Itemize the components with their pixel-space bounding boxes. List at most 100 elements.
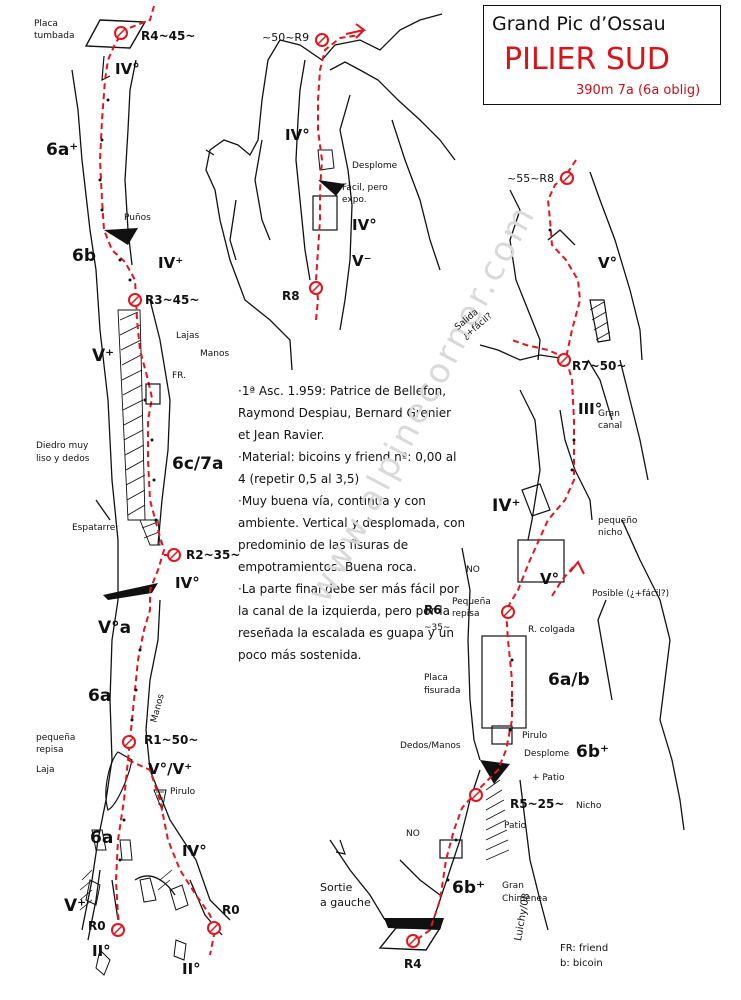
- laja-flake: [105, 751, 133, 811]
- title-route: PILIER SUD: [504, 42, 670, 77]
- note-material: ·Material: bicoins y friend nº: 0,00 al …: [238, 450, 457, 486]
- grade-v-right: V°: [598, 254, 618, 272]
- grade-v-vplus: V°/V⁺: [148, 760, 193, 778]
- left-belay-circles: [111, 26, 221, 937]
- grade-iv-top: IV°: [115, 60, 140, 78]
- right-column-boxes: [439, 299, 611, 859]
- label-no-2: NO: [406, 829, 420, 839]
- label-facil-expo: Fácil, pero expo.: [342, 183, 388, 205]
- grade-iv-middle-2: IV°: [352, 216, 377, 234]
- legend-friend: FR: friend: [560, 943, 609, 954]
- label-lajas: Lajas: [176, 331, 200, 341]
- belay-r9: ~50~R9: [262, 31, 310, 44]
- left-route-line: [98, 5, 217, 956]
- label-patio-2: Patio: [504, 821, 527, 831]
- grade-v-plus-low: V⁺: [64, 896, 87, 916]
- grade-ii-right: II°: [182, 960, 201, 978]
- grade-v-right-2: V°: [540, 570, 560, 588]
- note-description: ·Muy buena vía, continua y con ambiente.…: [238, 494, 466, 574]
- left-base-blocks: [85, 829, 189, 976]
- right-column-hatch: [485, 301, 611, 861]
- belay-r5: R5~25~: [510, 797, 565, 811]
- belay-r0-left: R0: [88, 919, 106, 933]
- belay-r8-top-middle: R8: [282, 289, 300, 303]
- label-pequena-repisa-right: Pequeña repisa: [452, 597, 491, 619]
- belay-r3: R3~45~: [145, 293, 200, 307]
- label-pequeno-nicho: pequeño nicho: [598, 516, 638, 538]
- legend-bicoin: b: bicoin: [560, 958, 603, 969]
- belay-r0-right: R0: [222, 903, 240, 917]
- label-gran-chimenea: Gran Chimenea: [502, 881, 548, 904]
- grade-iv-mid: IV°: [175, 574, 200, 592]
- label-placa-fisurada: Placa fisurada: [424, 673, 461, 696]
- grade-v-plus: V⁺: [92, 346, 115, 366]
- grade-6b-plus-2: 6b⁺: [452, 878, 485, 898]
- belay-r4-bottom: R4: [404, 957, 422, 971]
- label-fr: FR.: [172, 371, 186, 381]
- label-manos: Manos: [200, 349, 230, 359]
- left-base-hatch: [79, 869, 173, 911]
- grade-6a: 6a: [88, 686, 112, 706]
- sortie-arrow: [335, 839, 346, 855]
- grade-6a-6b: 6a/b: [548, 670, 590, 690]
- label-dedos-manos: Dedos/Manos: [400, 741, 461, 751]
- grade-v-a: V°a: [98, 618, 132, 638]
- title-peak: Grand Pic d’Ossau: [492, 13, 666, 35]
- label-pirulo-right: Pirulo: [522, 731, 548, 741]
- belay-slashes-left: [113, 28, 219, 935]
- placa-tumbada-slab: [84, 19, 147, 49]
- belay-r8-right: ~55~R8: [507, 172, 555, 185]
- label-pirulo: Pirulo: [170, 787, 196, 797]
- belay-r7: R7~50~: [572, 359, 627, 373]
- label-espatarre: Espatarre: [72, 523, 116, 533]
- top-middle-route: [314, 34, 361, 321]
- belay-r1: R1~50~: [144, 733, 199, 747]
- right-bolts: [446, 228, 576, 882]
- grade-ii-left: II°: [92, 942, 111, 960]
- label-nicho: Nicho: [576, 801, 602, 811]
- label-patio: + Patio: [532, 773, 565, 783]
- belay-r6: R6: [424, 603, 442, 617]
- grade-iii: III°: [578, 400, 603, 418]
- label-placa-tumbada: Placa tumbada: [34, 19, 75, 41]
- belay-r4-left: R4~45~: [141, 29, 196, 43]
- label-desplome-right: Desplome: [524, 749, 570, 759]
- grade-6a-low: 6a: [90, 828, 114, 848]
- left-rock-outline: [71, 59, 231, 941]
- grade-iv-middle: IV°: [285, 126, 310, 144]
- title-box: Grand Pic d’Ossau PILIER SUD 390m 7a (6a…: [483, 5, 721, 105]
- grade-iv-low: IV°: [182, 842, 207, 860]
- legend: FR: friend b: bicoin: [560, 941, 608, 971]
- punos-roof: [104, 228, 138, 245]
- label-gran-canal: Gran canal: [598, 409, 623, 431]
- note-first-ascent: ·1ª Asc. 1.959: Patrice de Bellefon, Ray…: [238, 384, 452, 442]
- label-posible: Posible (¿+fácil?): [592, 589, 670, 599]
- grade-6c-7a: 6c/7a: [172, 454, 224, 474]
- note-final: ·La parte final debe ser más fácil por l…: [238, 582, 459, 662]
- belay-r2: R2~35~: [186, 548, 241, 562]
- grade-iv-plus: IV⁺: [158, 254, 184, 272]
- r4-bottom-slab: [378, 927, 442, 951]
- label-r6-length: ~35~: [424, 623, 451, 633]
- sortie-roof: [384, 918, 444, 930]
- label-laja: Laja: [36, 765, 55, 775]
- left-dihedral-hatch: [117, 309, 161, 546]
- r9-overhang-roof: [318, 180, 345, 196]
- grade-6a-plus: 6a⁺: [46, 140, 79, 160]
- label-no-1: NO: [466, 565, 480, 575]
- label-sortie: Sortie a gauche: [320, 881, 371, 909]
- label-diedro: Diedro muy liso y dedos: [36, 441, 90, 464]
- top-middle-rock: [205, 13, 456, 371]
- label-pequena-repisa: pequeña repisa: [36, 733, 76, 755]
- grade-6b: 6b: [72, 246, 96, 266]
- label-r-colgada: R. colgada: [528, 625, 576, 635]
- route-notes: ·1ª Asc. 1.959: Patrice de Bellefon, Ray…: [238, 380, 466, 666]
- route-exit-arrow: [345, 23, 367, 39]
- label-desplome-top: Desplome: [352, 161, 398, 171]
- title-grade: 390m 7a (6a oblig): [576, 83, 701, 98]
- grade-v-minus: V⁻: [352, 252, 372, 270]
- grade-6b-plus: 6b⁺: [576, 742, 609, 762]
- overhang-mid: [103, 583, 158, 600]
